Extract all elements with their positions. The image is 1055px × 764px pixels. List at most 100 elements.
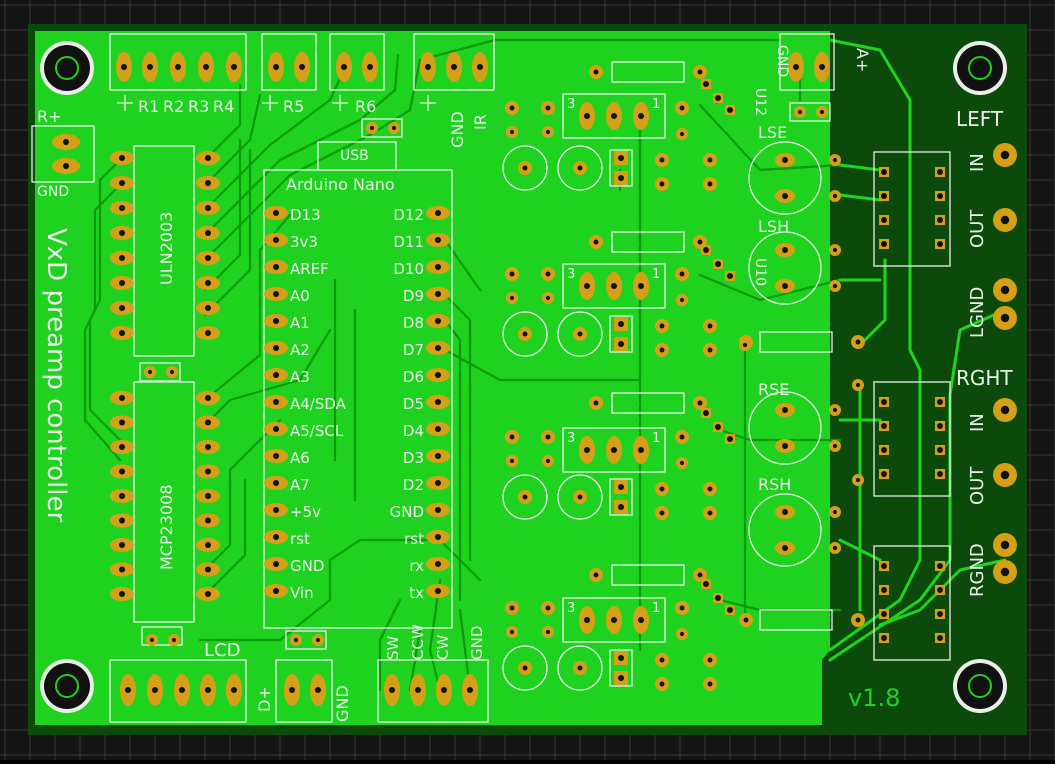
relay-dip-pad-hole [881, 399, 887, 405]
regulator-pin-hole [638, 447, 644, 453]
pot-outline [748, 141, 822, 215]
mounting-holes [40, 41, 1007, 713]
relay-dip-pad-hole [881, 471, 887, 477]
arduino-pin-hole [435, 507, 441, 513]
ceramic-cap-outline [609, 149, 633, 187]
uln-pin-hole [119, 280, 125, 286]
left-label: LEFT [956, 107, 1004, 131]
arduino-right-pin-label: D8 [403, 314, 424, 332]
ecap-pad-hole [577, 665, 583, 671]
resistor-outline [611, 392, 685, 414]
smd-pad-hole [727, 607, 733, 613]
pot-outline [748, 391, 822, 465]
regulator-pin-hole [584, 447, 590, 453]
arduino-pin-hole [435, 426, 441, 432]
lcd-pin-hole [152, 687, 158, 693]
pad-hole [509, 458, 515, 464]
ceramic-pad-hole [618, 655, 624, 661]
trace [203, 213, 292, 402]
regulator-pin-hole [584, 617, 590, 623]
trace [438, 538, 482, 582]
pad-hole [707, 181, 713, 187]
mcp-chip-outline [133, 381, 195, 623]
regulator-pin3-label: 3 [567, 267, 575, 282]
ceramic-cap-outline [609, 649, 633, 687]
relay-dip-outline [873, 545, 951, 661]
resistor-pad-hole [697, 572, 703, 578]
pad-hole [659, 181, 665, 187]
relay-dip-pad-hole [937, 611, 943, 617]
pot-pin-hole [782, 443, 788, 449]
mcp-pin-hole [119, 591, 125, 597]
trace [203, 478, 247, 597]
regulator-pin-hole [611, 447, 617, 453]
relay-pin-hole [231, 64, 237, 70]
arduino-right-pin-label: D4 [403, 422, 424, 440]
relay-dip-pad-hole [937, 241, 943, 247]
trace [203, 66, 347, 212]
relay-dip-pad-hole [937, 399, 943, 405]
relay-dip-outline [873, 151, 951, 267]
arduino-right-pin-label: D9 [403, 287, 424, 305]
trace [203, 93, 262, 187]
enc-sw-label: SW [384, 635, 402, 660]
arduino-left-pin-label: A5/SCL [290, 422, 344, 440]
ecap-pad-hole [577, 494, 583, 500]
relay-dip-pad-hole [937, 423, 943, 429]
trace [378, 598, 402, 692]
ceramic-pad-hole [618, 484, 624, 490]
r6-pin-hole [341, 64, 347, 70]
trace [428, 578, 442, 692]
ir-connector-outline [413, 33, 495, 91]
lgnd-label: LGND [967, 287, 988, 338]
dplus-gnd-label: GND [333, 685, 352, 722]
rsh-label: RSH [758, 475, 791, 494]
audio-jack-pad-hole [1000, 285, 1010, 295]
relay-dip-pad-hole [881, 217, 887, 223]
resistor-outline [759, 331, 833, 353]
ir-label: IR [471, 114, 490, 130]
pot-pad-hole [832, 283, 838, 289]
arduino-pin-hole [273, 399, 279, 405]
arduino-pin-labels: D133v3AREFA0A1A2A3A4/SDAA5/SCLA6A7+5vrst… [290, 206, 424, 602]
mcp-pin-hole [205, 566, 211, 573]
arduino-pin-hole [435, 480, 441, 486]
trace [203, 148, 252, 317]
pad-hole [509, 271, 515, 277]
r5-label: R5 [283, 97, 304, 116]
pad-hole [509, 129, 515, 135]
mcp-pin-hole [205, 419, 211, 426]
r5-connector-outline [261, 33, 317, 91]
arduino-left-pin-label: Vin [290, 584, 314, 602]
pad-hole [679, 131, 685, 137]
ecap-pad-hole [522, 165, 528, 171]
encoder-pin-hole [441, 687, 447, 693]
smd-pad-hole [715, 424, 721, 430]
regulator-outline [562, 263, 666, 309]
pad-hole [707, 681, 713, 687]
lcd-pin-hole [179, 687, 185, 693]
ecap-pad-hole [577, 165, 583, 171]
relay-dip-pad-hole [937, 169, 943, 175]
ceramic-cap-outline [609, 478, 633, 516]
arduino-pin-hole [273, 507, 279, 513]
pad-hole [707, 510, 713, 516]
regulator-pin1-label: 1 [652, 97, 660, 112]
ceramic-pad-hole [618, 675, 624, 681]
board-title: VxD preamp controller [41, 228, 71, 522]
lcd-pin-hole [231, 687, 237, 693]
pad-hole [545, 129, 551, 135]
relay-pin-hole [121, 64, 127, 70]
pad-hole [742, 342, 748, 348]
arduino-left-pin-label: AREF [290, 260, 329, 278]
regulator-outline [562, 597, 666, 643]
trace [203, 38, 782, 262]
mcp-pin-hole [119, 444, 125, 450]
pad-hole [679, 297, 685, 303]
r5-pin-hole [273, 64, 279, 70]
audio-jack-pad-hole [1000, 567, 1010, 577]
smd-pad-hole [715, 261, 721, 267]
arduino-pin-hole [435, 210, 441, 216]
pot-pin-hole [782, 247, 788, 253]
